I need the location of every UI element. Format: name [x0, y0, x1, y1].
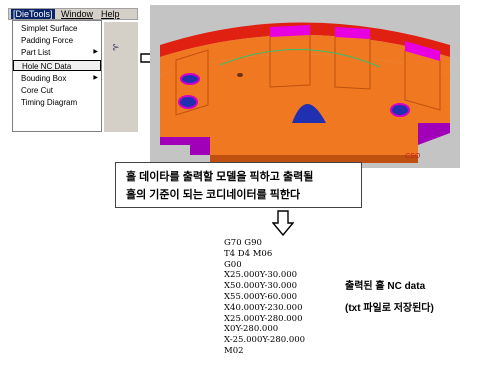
menu-item-label: Padding Force [21, 36, 74, 45]
menu-item-timing-diagram[interactable]: Timing Diagram [13, 97, 101, 108]
nc-line: X40.000Y-230.000 [224, 302, 303, 313]
instruction-caption: 홀 데이타를 출력할 모델을 픽하고 출력될 홀의 기준이 되는 코디네이터를 … [115, 162, 362, 208]
menu-item-core-cut[interactable]: Core Cut [13, 85, 101, 96]
caption-line-2: 홀의 기준이 되는 코디네이터를 픽한다 [126, 189, 301, 201]
menu-item-part-list[interactable]: Part List ▶ [13, 47, 101, 58]
coordinate-system-label: CSO [405, 153, 421, 160]
menu-item-label: Bouding Box [21, 74, 67, 83]
menu-screenshot: [DieTools] Window Help Simplet Surface P… [8, 8, 138, 133]
die-part-model [160, 22, 450, 163]
menu-dietools[interactable]: [DieTools] [11, 9, 55, 19]
toolbar-tool-icon[interactable]: ⊱ [112, 42, 120, 52]
menu-item-hole-nc-data[interactable]: Hole NC Data [13, 60, 101, 71]
nc-line: M02 [224, 345, 244, 356]
menu-item-bouding-box[interactable]: Bouding Box ▶ [13, 73, 101, 84]
nc-line: X0Y-280.000 [224, 324, 279, 335]
nc-line: X25.000Y-30.000 [224, 270, 298, 281]
nc-line: X55.000Y-60.000 [224, 291, 298, 302]
menu-item-label: Timing Diagram [21, 98, 78, 107]
submenu-arrow-icon: ▶ [93, 75, 98, 81]
menu-item-simplet-surface[interactable]: Simplet Surface [13, 23, 101, 34]
nc-code-output: G70 G90 T4 D4 M06 G00 X25.000Y-30.000 X5… [224, 238, 344, 363]
output-description: 출력된 홀 NC data (txt 파일로 저장된다) [345, 276, 434, 320]
menu-item-label: Simplet Surface [21, 24, 78, 33]
nc-line: X-25.000Y-280.000 [224, 335, 306, 346]
toolbar-strip: ⊱ [104, 22, 138, 132]
nc-line: G70 G90 [224, 238, 262, 248]
menu-bar: [DieTools] Window Help [8, 8, 138, 20]
caption-line-1: 홀 데이타를 출력할 모델을 픽하고 출력될 [126, 171, 314, 183]
menu-item-label: Hole NC Data [22, 62, 72, 71]
menu-window[interactable]: Window [61, 9, 94, 19]
output-label-line-1: 출력된 홀 NC data [345, 281, 426, 292]
menu-help[interactable]: Help [101, 9, 120, 19]
nc-line: G00 [224, 259, 242, 270]
output-label-line-2: (txt 파일로 저장된다) [345, 303, 434, 314]
nc-line: T4 D4 M06 [224, 248, 273, 259]
down-arrow-icon [272, 210, 294, 236]
menu-item-padding-force[interactable]: Padding Force [13, 35, 101, 46]
menu-item-label: Core Cut [21, 86, 54, 95]
menu-item-label: Part List [21, 48, 51, 57]
submenu-arrow-icon: ▶ [93, 49, 98, 55]
dietools-dropdown: Simplet Surface Padding Force Part List … [12, 20, 102, 132]
nc-line: X50.000Y-30.000 [224, 281, 298, 292]
nc-line: X25.000Y-280.000 [224, 313, 303, 324]
model-3d-view[interactable] [150, 5, 460, 168]
